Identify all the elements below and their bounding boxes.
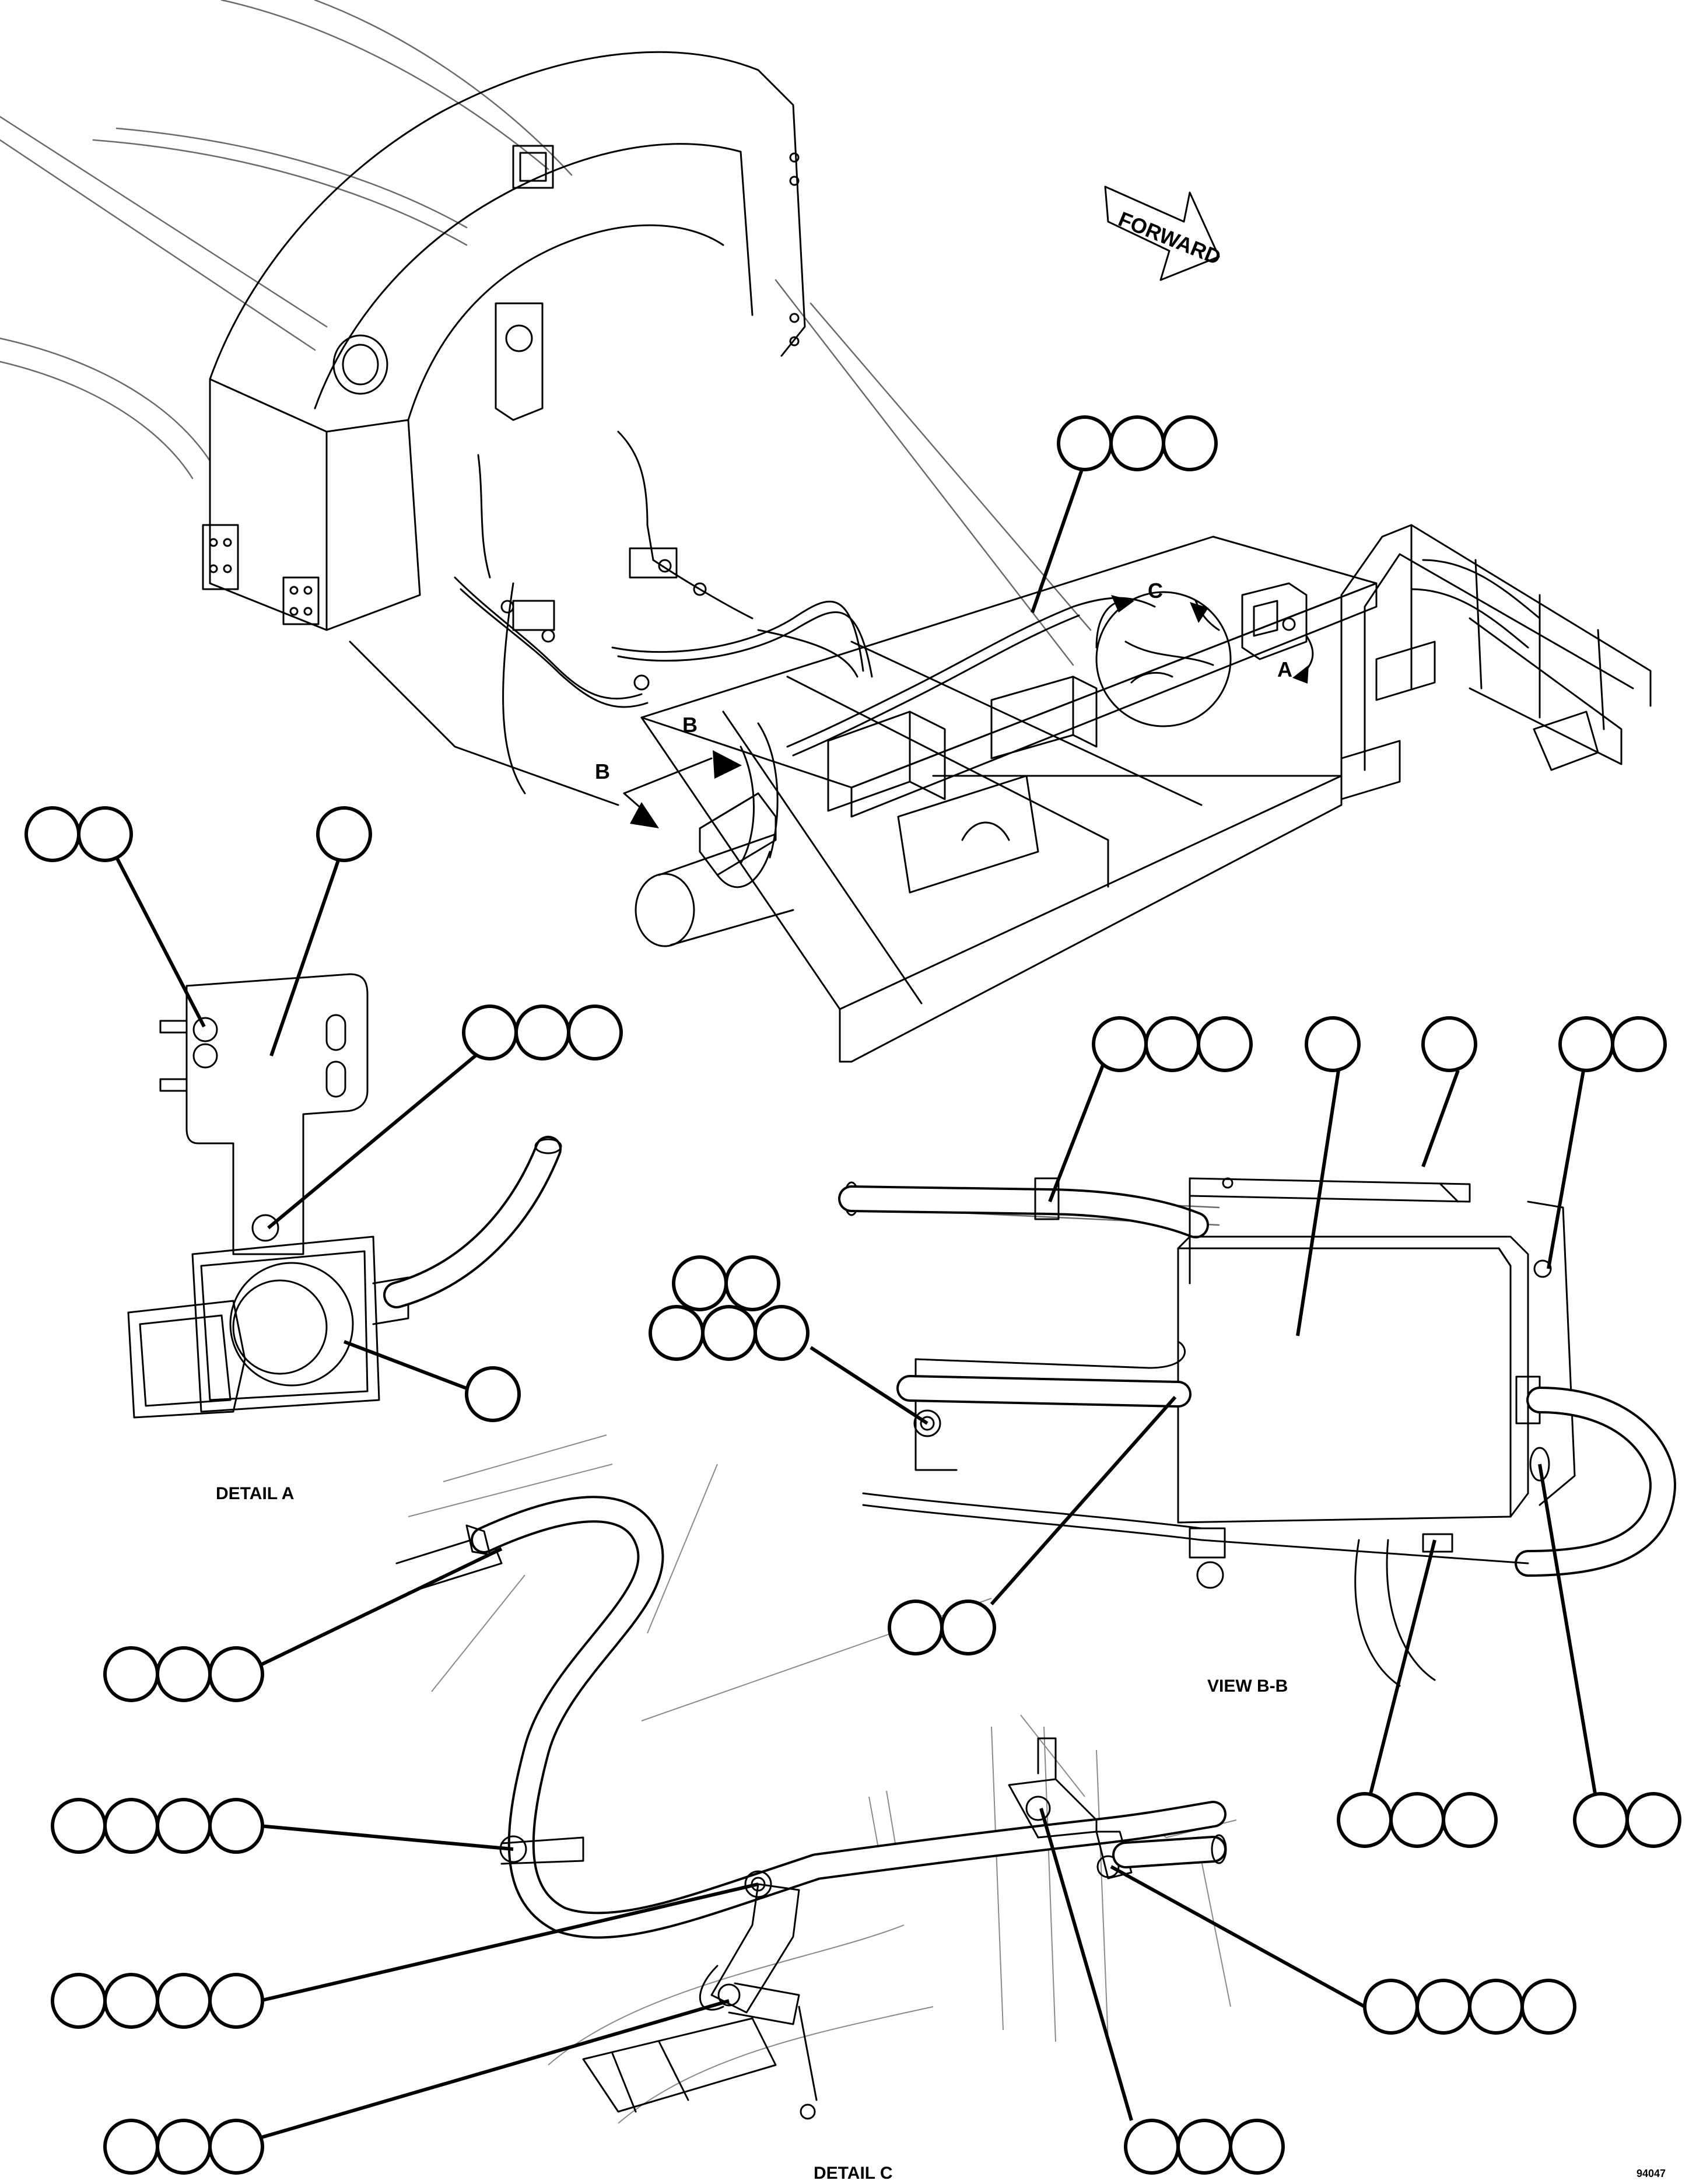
- callout-balloon: [343, 1340, 521, 1422]
- callout-balloon-group: [1031, 415, 1218, 613]
- corner-code: 94047: [1637, 2168, 1666, 2179]
- section-a-label: A: [1277, 657, 1292, 681]
- detail-a-illustration: DETAIL A: [127, 973, 562, 1503]
- callout-balloon-group: [103, 1547, 503, 1702]
- callout-balloon-group: [1039, 1808, 1285, 2175]
- callout-balloon-group: [51, 1882, 759, 2029]
- view-bb-illustration: VIEW B-B: [838, 1177, 1676, 1696]
- section-b-label-2: B: [595, 760, 610, 783]
- callout-balloon-group: [103, 1999, 730, 2175]
- callout-balloon-group: [649, 1255, 928, 1425]
- callout-balloon-group: [1538, 1464, 1681, 1848]
- callout-balloon-group: [1110, 1865, 1576, 2035]
- callout-balloon-group: [888, 1396, 1177, 1656]
- callout-balloons: [24, 415, 1681, 2175]
- callout-balloon-group: [1048, 1016, 1253, 1203]
- detail-c-title: DETAIL C: [814, 2164, 893, 2183]
- detail-a-title: DETAIL A: [216, 1484, 294, 1503]
- callout-balloon-group: [267, 1005, 623, 1230]
- section-c-label: C: [1148, 579, 1163, 603]
- view-bb-title: VIEW B-B: [1207, 1676, 1288, 1696]
- callout-balloon: [1421, 1016, 1477, 1168]
- callout-balloon-group: [1337, 1539, 1498, 1848]
- callout-balloon-group: [1547, 1016, 1667, 1269]
- callout-balloon: [269, 806, 372, 1056]
- callout-balloon-group: [24, 806, 206, 1028]
- callout-balloon: [1296, 1016, 1361, 1336]
- callout-balloon-group: [51, 1798, 514, 1854]
- main-frame-illustration: FORWARD C A B B: [0, 0, 1652, 1063]
- section-b-label-1: B: [682, 713, 698, 737]
